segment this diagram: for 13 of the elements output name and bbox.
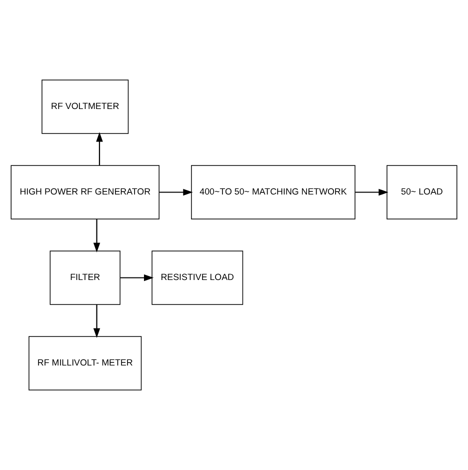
arrow <box>355 188 388 196</box>
node-box: 400~TO 50~ MATCHING NETWORK <box>191 165 356 220</box>
arrow <box>93 304 100 338</box>
node-box: RESISTIVE LOAD <box>152 250 244 305</box>
node-box: HIGH POWER RF GENERATOR <box>10 165 160 220</box>
node-box: RF MILLIVOLT- METER <box>28 336 142 390</box>
node-box: FILTER <box>50 250 120 305</box>
arrow <box>96 132 103 166</box>
arrow <box>93 219 100 252</box>
node-box: 50~ LOAD <box>386 165 458 220</box>
arrow <box>120 274 154 282</box>
node-box: RF VOLTMETER <box>42 80 129 134</box>
arrow <box>159 188 193 196</box>
